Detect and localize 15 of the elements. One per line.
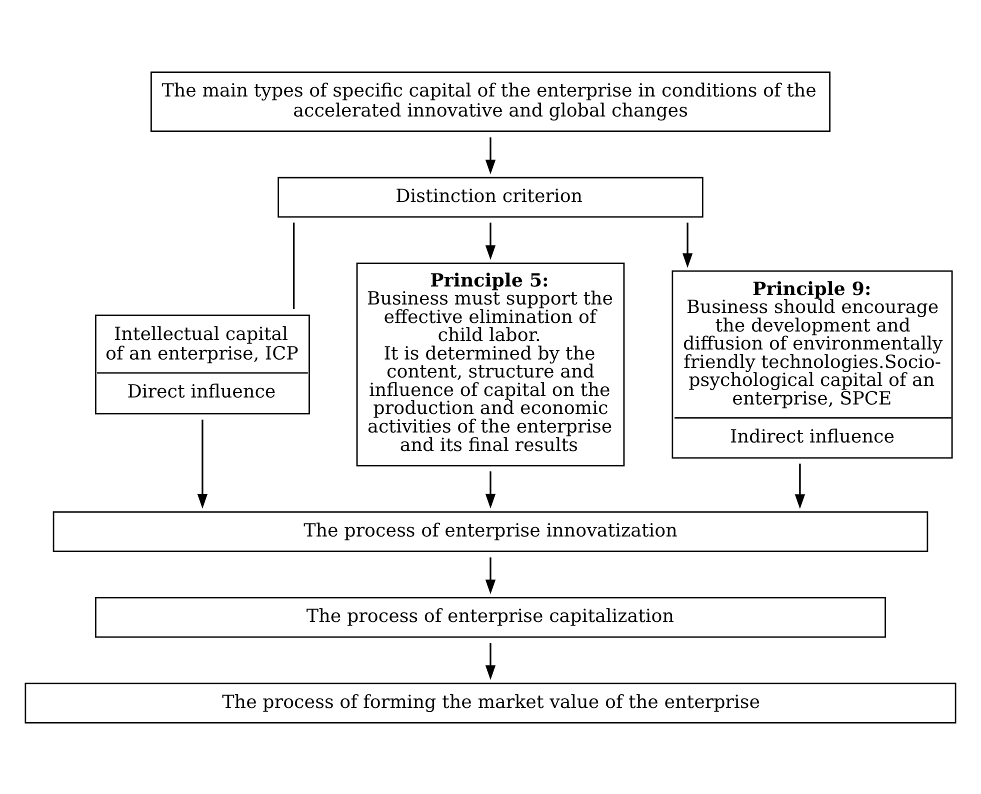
node-box: The process of enterprise capitalization <box>94 596 886 638</box>
arrow <box>794 463 806 508</box>
node-box: The process of enterprise innovatization <box>52 510 928 552</box>
connector <box>292 222 295 309</box>
arrow <box>485 470 496 508</box>
node-box: Distinction criterion <box>278 176 704 218</box>
node-box: Principle 5: Business must support the effective elimination of child labor. It is determined by the content, structure and influence of capital on the production and economic activities of the enterprise and its final results <box>356 262 625 466</box>
arrow <box>682 222 693 268</box>
node-box: The process of forming the market value of the enterprise <box>24 682 956 723</box>
arrow <box>485 136 496 174</box>
arrow <box>485 642 496 680</box>
arrow <box>197 419 208 508</box>
arrow <box>485 222 496 260</box>
node-box: The main types of specific capital of the enterprise in conditions of the accelerated innovative and global changes <box>150 71 831 132</box>
arrow <box>485 556 496 594</box>
